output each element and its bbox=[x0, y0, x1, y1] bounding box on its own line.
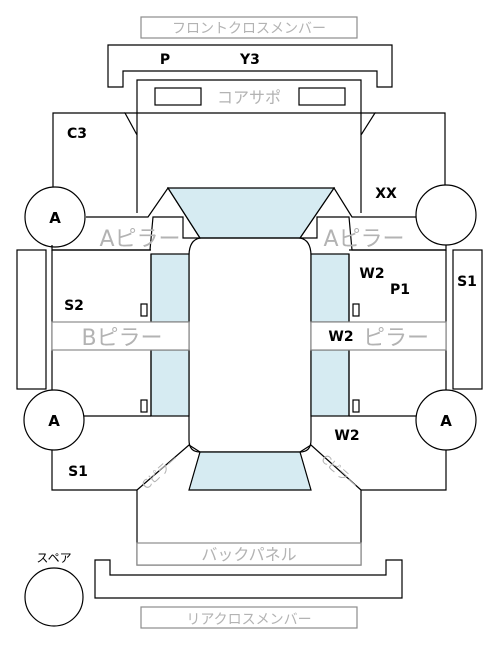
left-headlight bbox=[154, 87, 202, 106]
left-rear-quarter bbox=[51, 450, 137, 491]
code-w2-top: W2 bbox=[359, 266, 384, 282]
front-cross-member-outline bbox=[107, 44, 393, 88]
right-side-sill bbox=[452, 249, 483, 390]
code-s1-right: S1 bbox=[457, 274, 477, 290]
body-outline bbox=[123, 112, 377, 213]
b-pillar-right-label: ピラー bbox=[363, 326, 429, 351]
a-pillar-left-label: Aピラー bbox=[99, 227, 180, 252]
c-pillar-left-region bbox=[136, 444, 201, 491]
back-panel-label: バックパネル bbox=[201, 545, 296, 564]
code-w2-bottom: W2 bbox=[334, 428, 359, 444]
rear-cross-member-outline bbox=[94, 559, 403, 599]
roof-outline bbox=[188, 237, 312, 453]
rear-right-wheel-label: A bbox=[440, 412, 452, 430]
left-rear-door-handle bbox=[140, 399, 148, 413]
rear-left-wheel-label: A bbox=[48, 412, 60, 430]
rear-window bbox=[188, 451, 312, 491]
c-pillar-right-label: Cピラー bbox=[318, 452, 360, 492]
front-cross-member-box bbox=[140, 16, 358, 39]
code-s2-left: S2 bbox=[64, 298, 84, 314]
spare-label: スペア bbox=[36, 551, 71, 565]
right-front-fender bbox=[375, 112, 446, 188]
front-right-wheel bbox=[415, 184, 477, 246]
b-pillar-left-label: Bピラー bbox=[81, 326, 162, 351]
back-panel bbox=[136, 542, 362, 566]
code-p1: P1 bbox=[390, 282, 410, 298]
right-front-door-glass bbox=[310, 253, 350, 323]
b-pillar-right bbox=[310, 321, 447, 351]
core-support-label: コアサポ bbox=[217, 88, 281, 107]
code-xx: XX bbox=[375, 186, 397, 202]
left-side-sill bbox=[16, 249, 47, 390]
code-front-y3: Y3 bbox=[239, 52, 260, 68]
rear-left-wheel bbox=[23, 389, 85, 451]
right-rear-quarter bbox=[361, 450, 447, 491]
left-front-door-handle bbox=[140, 303, 148, 317]
right-headlight bbox=[298, 87, 346, 106]
spare-tire bbox=[24, 567, 84, 627]
front-left-wheel bbox=[24, 186, 86, 248]
windshield bbox=[166, 187, 336, 239]
a-pillar-right-label: Aピラー bbox=[323, 227, 404, 252]
right-rear-door-glass bbox=[310, 349, 350, 417]
code-s1-bottom-left: S1 bbox=[68, 464, 88, 480]
rear-cross-member-box bbox=[140, 606, 358, 629]
b-pillar-left bbox=[51, 321, 190, 351]
left-rear-door-glass bbox=[150, 349, 190, 417]
code-w2-middle: W2 bbox=[328, 329, 353, 345]
right-rear-door-handle bbox=[352, 399, 360, 413]
c-pillar-right-region bbox=[299, 444, 362, 491]
front-left-wheel-label: A bbox=[49, 209, 61, 227]
c-pillar-left-label: Cピラー bbox=[139, 452, 181, 492]
right-front-door-handle bbox=[352, 303, 360, 317]
left-front-fender bbox=[52, 112, 125, 190]
code-c3: C3 bbox=[67, 126, 87, 142]
rear-cross-member-label: リアクロスメンバー bbox=[186, 612, 311, 628]
left-front-door-glass bbox=[150, 253, 190, 323]
front-cross-member-label: フロントクロスメンバー bbox=[172, 21, 326, 37]
code-front-p: P bbox=[160, 52, 170, 68]
